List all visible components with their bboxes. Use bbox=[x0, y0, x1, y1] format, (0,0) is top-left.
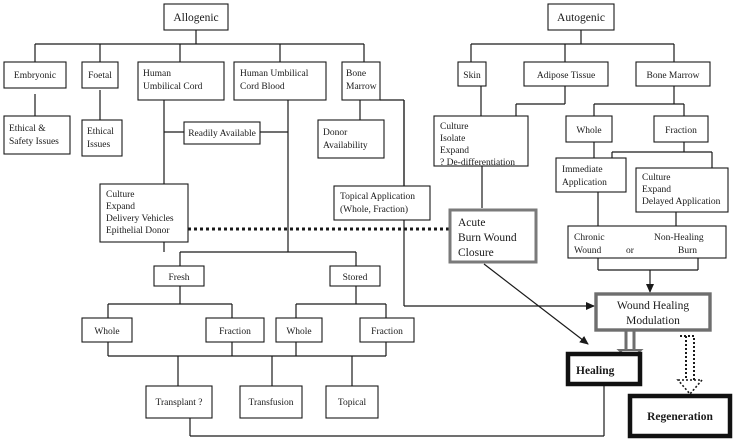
fresh-whole-node: Whole bbox=[81, 317, 133, 343]
svg-text:Safety Issues: Safety Issues bbox=[9, 136, 59, 147]
svg-text:Embryonic: Embryonic bbox=[14, 71, 56, 81]
svg-text:Culture: Culture bbox=[440, 122, 469, 132]
svg-text:Fraction: Fraction bbox=[219, 327, 251, 337]
svg-text:Allogenic: Allogenic bbox=[173, 12, 218, 24]
svg-text:Stored: Stored bbox=[343, 273, 368, 283]
svg-text:Ethical &: Ethical & bbox=[9, 124, 46, 134]
acute-burn-wound-node: Acute Burn Wound Closure bbox=[448, 208, 538, 264]
stored-whole-node: Whole bbox=[275, 317, 323, 343]
svg-text:Marrow: Marrow bbox=[346, 82, 377, 92]
healing-node: Healing bbox=[565, 351, 643, 387]
svg-text:Availability: Availability bbox=[323, 141, 368, 151]
cord-blood-node: Human Umbilical Cord Blood bbox=[233, 61, 327, 101]
svg-text:Burn Wound: Burn Wound bbox=[458, 232, 517, 244]
adipose-tissue-node: Adipose Tissue bbox=[523, 61, 609, 87]
immediate-application-node: Immediate Application bbox=[555, 157, 627, 193]
readily-available-node: Readily Available bbox=[183, 121, 261, 145]
svg-text:Fraction: Fraction bbox=[665, 126, 697, 136]
svg-text:Cord Blood: Cord Blood bbox=[240, 82, 285, 92]
svg-text:Isolate: Isolate bbox=[440, 134, 465, 144]
transfusion-node: Transfusion bbox=[239, 385, 303, 419]
svg-text:Fraction: Fraction bbox=[371, 327, 403, 337]
svg-text:Human: Human bbox=[143, 69, 171, 79]
ethical-issues-node: Ethical Issues bbox=[81, 119, 123, 157]
regeneration-node: Regeneration bbox=[627, 393, 733, 439]
svg-text:or: or bbox=[626, 246, 635, 256]
svg-text:Healing: Healing bbox=[576, 365, 615, 377]
umbilical-cord-node: Human Umbilical Cord bbox=[137, 61, 225, 101]
svg-text:Expand: Expand bbox=[440, 146, 469, 156]
svg-text:Topical Application: Topical Application bbox=[340, 192, 415, 202]
svg-text:Skin: Skin bbox=[463, 71, 481, 81]
svg-text:Whole: Whole bbox=[576, 126, 601, 136]
svg-text:Expand: Expand bbox=[106, 202, 135, 212]
fresh-fraction-node: Fraction bbox=[205, 317, 265, 343]
svg-text:Human Umbilical: Human Umbilical bbox=[240, 69, 309, 79]
stored-node: Stored bbox=[329, 265, 381, 287]
autogenic-node: Autogenic bbox=[547, 3, 615, 31]
svg-text:Culture: Culture bbox=[642, 173, 671, 183]
svg-text:Delayed Application: Delayed Application bbox=[642, 197, 721, 207]
culture-expand-delivery-node: Culture Expand Delivery Vehicles Epithel… bbox=[99, 183, 189, 243]
svg-text:Ethical: Ethical bbox=[87, 127, 114, 137]
fraction-auto-node: Fraction bbox=[653, 115, 709, 143]
svg-text:Topical: Topical bbox=[338, 398, 367, 408]
svg-text:Expand: Expand bbox=[642, 185, 671, 195]
whole-auto-node: Whole bbox=[565, 115, 613, 143]
topical-node: Topical bbox=[325, 385, 379, 419]
culture-isolate-node: Culture Isolate Expand ? De-differentiat… bbox=[433, 115, 529, 168]
svg-text:Non-Healing: Non-Healing bbox=[654, 233, 704, 243]
svg-text:Wound: Wound bbox=[574, 246, 601, 256]
donor-availability-node: Donor Availability bbox=[317, 119, 385, 159]
embryonic-node: Embryonic bbox=[3, 61, 67, 89]
svg-text:Burn: Burn bbox=[678, 246, 697, 256]
culture-delayed-node: Culture Expand Delayed Application bbox=[635, 167, 729, 213]
svg-text:Immediate: Immediate bbox=[562, 165, 603, 175]
svg-text:Application: Application bbox=[562, 178, 607, 188]
svg-text:Whole: Whole bbox=[286, 327, 311, 337]
svg-text:Acute: Acute bbox=[458, 217, 485, 229]
svg-text:Autogenic: Autogenic bbox=[557, 12, 605, 24]
svg-text:(Whole, Fraction): (Whole, Fraction) bbox=[340, 204, 408, 215]
svg-text:Issues: Issues bbox=[87, 140, 111, 150]
svg-text:Whole: Whole bbox=[94, 327, 119, 337]
svg-text:Regeneration: Regeneration bbox=[647, 411, 713, 423]
svg-text:Adipose Tissue: Adipose Tissue bbox=[537, 71, 595, 81]
auto-bone-marrow-node: Bone Marrow bbox=[635, 61, 711, 87]
svg-text:Culture: Culture bbox=[106, 190, 135, 200]
svg-text:Epithelial Donor: Epithelial Donor bbox=[106, 226, 170, 236]
stored-fraction-node: Fraction bbox=[359, 317, 415, 343]
allo-bone-marrow-node: Bone Marrow bbox=[341, 61, 381, 101]
svg-text:? De-differentiation: ? De-differentiation bbox=[440, 157, 515, 168]
allogenic-node: Allogenic bbox=[163, 3, 229, 31]
topical-application-node: Topical Application (Whole, Fraction) bbox=[333, 185, 431, 221]
svg-text:Donor: Donor bbox=[323, 128, 348, 138]
wound-healing-modulation-node: Wound Healing Modulation bbox=[594, 292, 712, 332]
svg-text:Fresh: Fresh bbox=[168, 273, 189, 283]
svg-text:Closure: Closure bbox=[458, 247, 494, 259]
svg-text:Chronic: Chronic bbox=[574, 233, 605, 243]
svg-text:Wound Healing: Wound Healing bbox=[617, 300, 689, 312]
foetal-node: Foetal bbox=[81, 61, 119, 89]
svg-text:Bone Marrow: Bone Marrow bbox=[646, 71, 699, 81]
svg-text:Umbilical Cord: Umbilical Cord bbox=[143, 82, 203, 92]
chronic-wound-node: Chronic Non-Healing Wound or Burn bbox=[567, 225, 727, 259]
svg-text:Transplant ?: Transplant ? bbox=[156, 398, 203, 408]
svg-text:Bone: Bone bbox=[346, 69, 366, 79]
svg-text:Readily Available: Readily Available bbox=[188, 129, 256, 139]
ethical-safety-node: Ethical & Safety Issues bbox=[3, 115, 71, 155]
svg-text:Modulation: Modulation bbox=[626, 315, 680, 327]
svg-text:Foetal: Foetal bbox=[88, 71, 112, 81]
svg-text:Delivery Vehicles: Delivery Vehicles bbox=[106, 214, 174, 224]
svg-text:Transfusion: Transfusion bbox=[248, 397, 293, 408]
transplant-node: Transplant ? bbox=[145, 385, 213, 419]
fresh-node: Fresh bbox=[153, 265, 205, 287]
skin-node: Skin bbox=[457, 61, 487, 87]
